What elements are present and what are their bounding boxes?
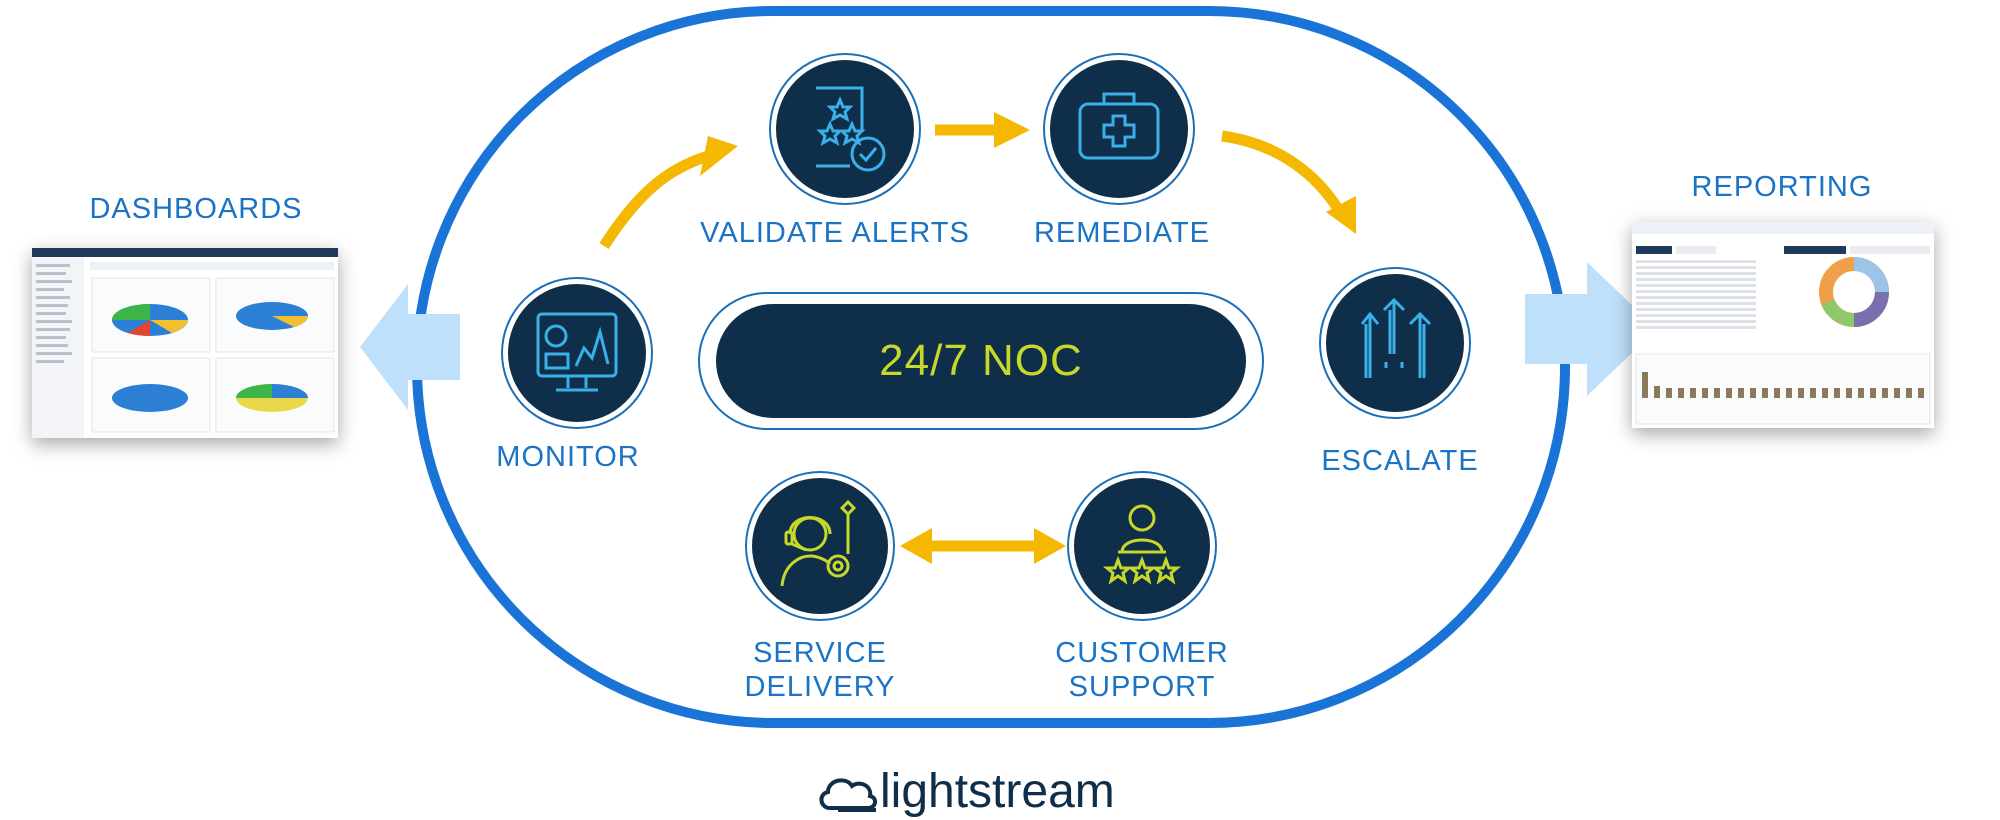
monitor-dashboard-icon	[536, 312, 618, 392]
noc-pill-outline	[698, 292, 1264, 430]
brand-wordmark: lightstream	[880, 765, 1115, 818]
customer-support-line2: SUPPORT	[1068, 671, 1216, 703]
customer-rating-stars-icon	[1102, 504, 1182, 585]
noc-pill: 24/7 NOC	[716, 304, 1246, 418]
service-delivery-line1: SERVICE	[753, 637, 887, 669]
monitor-label: MONITOR	[496, 441, 640, 473]
validate-alerts-label: VALIDATE ALERTS	[700, 217, 970, 249]
dashboards-title: DASHBOARDS	[89, 193, 303, 225]
customer-support-circle	[1074, 478, 1210, 614]
dashboard-screenshot	[32, 248, 338, 438]
remediate-circle	[1050, 60, 1188, 198]
right-arrow-to-reporting	[1525, 262, 1657, 396]
escalate-circle	[1326, 274, 1464, 412]
escalate-label: ESCALATE	[1321, 445, 1479, 477]
customer-support-label: CUSTOMER SUPPORT	[1042, 636, 1242, 704]
reporting-screenshot	[1632, 222, 1934, 428]
reporting-title: REPORTING	[1691, 171, 1873, 203]
arrow-remediate-to-escalate	[1221, 130, 1345, 215]
cloud-logo-icon	[819, 778, 877, 812]
dashboard-thumbnail-graphic	[32, 248, 338, 438]
support-agent-gear-icon	[780, 499, 857, 587]
validate-circle	[776, 60, 914, 198]
first-aid-kit-icon	[1078, 92, 1160, 160]
remediate-label: REMEDIATE	[1033, 217, 1211, 249]
arrow-monitor-to-validate	[599, 150, 710, 249]
star-rated-checklist-icon	[816, 86, 886, 172]
service-delivery-line2: DELIVERY	[744, 671, 896, 703]
upward-arrows-icon	[1360, 297, 1432, 378]
monitor-circle	[508, 284, 646, 422]
service-delivery-circle	[752, 478, 888, 614]
customer-support-line1: CUSTOMER	[1055, 637, 1229, 669]
service-delivery-label: SERVICE DELIVERY	[720, 636, 920, 704]
reporting-thumbnail-graphic	[1632, 222, 1934, 425]
left-arrow-to-dashboards	[360, 284, 460, 410]
